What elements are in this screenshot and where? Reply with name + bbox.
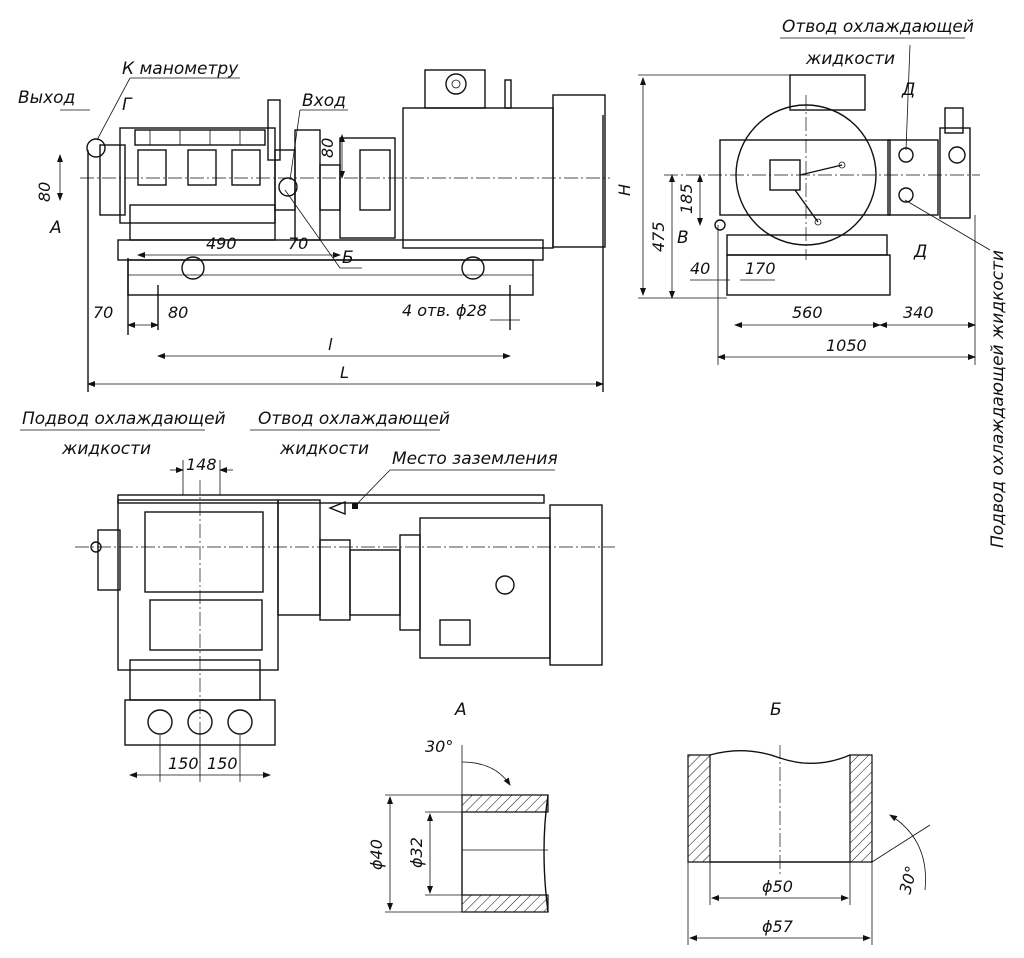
detail-b-title: Б: [770, 700, 782, 720]
dim-40: 40: [690, 259, 710, 278]
dim-80-inlet: 80: [318, 138, 337, 158]
dim-H: H: [615, 184, 634, 196]
dim-L: L: [340, 363, 349, 382]
end-view: Отвод охлаждающей жидкости Подвод охлажд…: [615, 17, 1008, 548]
outlet-label: Выход: [18, 88, 75, 108]
dim-80-bottom: 80: [168, 303, 188, 322]
dim-80-left: 80: [35, 182, 54, 202]
detail-b-dim-50: ϕ50: [762, 877, 793, 896]
mark-d-bottom: Д: [913, 242, 927, 262]
coolant-out-label-2: жидкости: [805, 49, 895, 69]
detail-b-dim-30: 30°: [896, 864, 922, 896]
dim-150-b: 150: [207, 754, 238, 773]
dim-170: 170: [745, 259, 776, 278]
dim-340: 340: [903, 303, 934, 322]
coolant-out-label: Отвод охлаждающей: [782, 17, 974, 37]
detail-a-dim-30: 30°: [425, 737, 453, 756]
mark-v: В: [677, 228, 689, 248]
detail-a-title: А: [454, 700, 467, 720]
dim-70-mid: 70: [288, 234, 308, 253]
mark-b: Б: [342, 248, 354, 268]
top-view: Подвод охлаждающей жидкости Отвод охлажд…: [20, 409, 615, 782]
detail-a-dim-32: ϕ32: [407, 837, 426, 868]
detail-a-dim-40: ϕ40: [367, 839, 386, 870]
manometer-label: К манометру: [122, 59, 239, 79]
mark-a: А: [49, 218, 62, 238]
coolant-out-label: Отвод охлаждающей: [258, 409, 450, 429]
ground-label: Место заземления: [392, 449, 558, 469]
dim-148: 148: [186, 455, 217, 474]
detail-a: А 30° ϕ40 ϕ32: [367, 700, 549, 913]
detail-b-dim-57: ϕ57: [762, 917, 794, 936]
dim-560: 560: [792, 303, 823, 322]
dim-185: 185: [677, 183, 696, 214]
coolant-in-label: Подвод охлаждающей: [22, 409, 226, 429]
coolant-out-label-2: жидкости: [279, 439, 369, 459]
dim-70-left: 70: [93, 303, 113, 322]
dim-holes: 4 отв. ϕ28: [402, 301, 487, 320]
dim-150-a: 150: [168, 754, 199, 773]
mark-d-top: Д: [901, 80, 915, 100]
side-view: Выход К манометру Вход Г А Б 80 80 490 7…: [18, 59, 610, 392]
detail-b: Б ϕ50 ϕ57 30°: [687, 700, 931, 945]
dim-l: l: [328, 335, 333, 354]
dim-475: 475: [649, 221, 668, 252]
dim-1050: 1050: [826, 336, 867, 355]
dim-490: 490: [206, 234, 237, 253]
inlet-label: Вход: [302, 91, 346, 111]
coolant-in-vertical-label: Подвод охлаждающей жидкости: [988, 250, 1008, 548]
coolant-in-label-2: жидкости: [61, 439, 151, 459]
mark-g: Г: [122, 95, 133, 115]
